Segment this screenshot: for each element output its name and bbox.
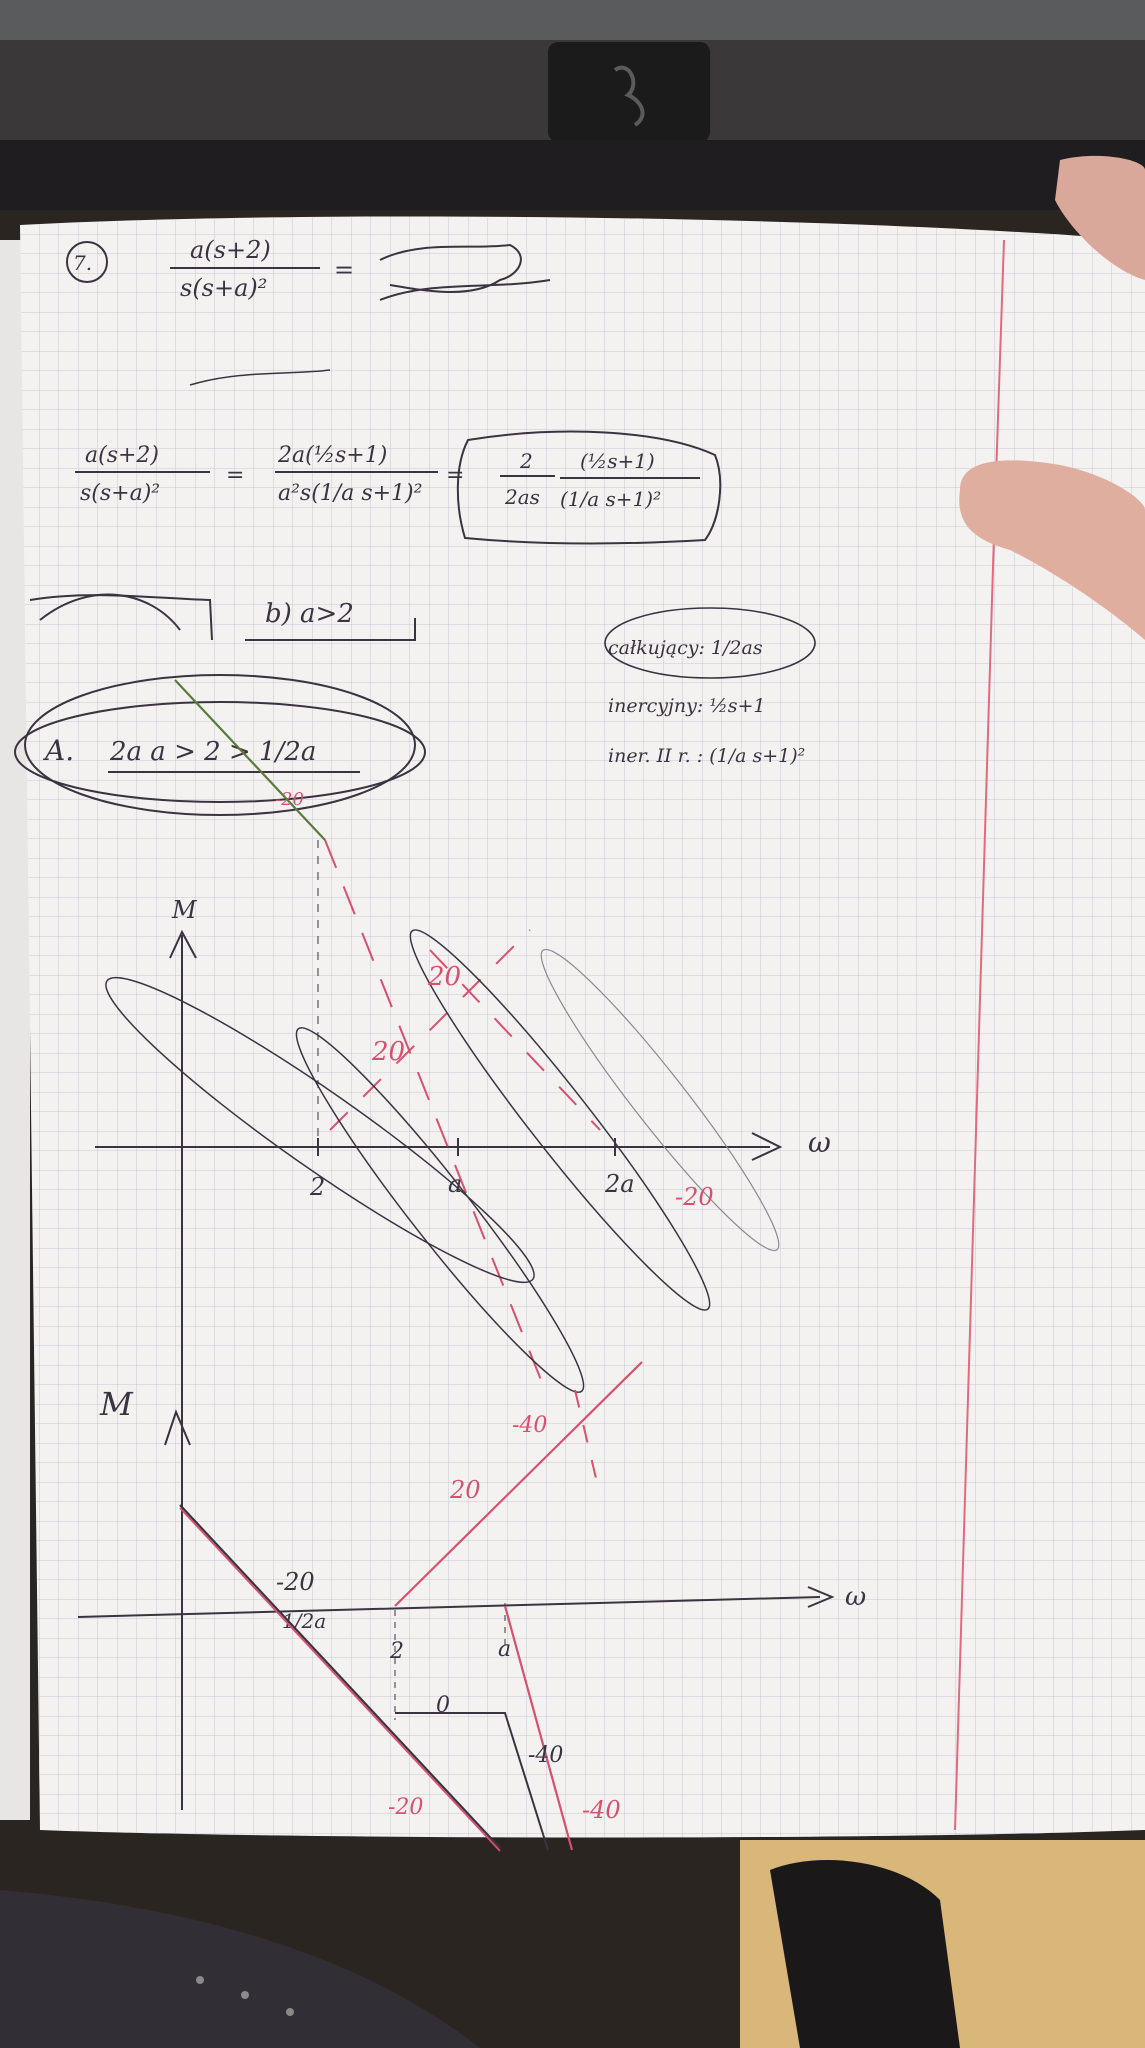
- eq1-numerator: a(s+2): [190, 236, 271, 264]
- bottom-slope-label: -40: [512, 1413, 547, 1438]
- eq3-rhs-num: 2: [519, 449, 533, 473]
- eq3-numerator: a(s+2): [85, 443, 159, 468]
- case-a-outer-ellipse: [24, 674, 416, 816]
- top-y-label: M: [171, 896, 198, 924]
- top-bode-plot: M ω 2 a 2a -20 20 20 -20: [95, 789, 831, 1810]
- laptop-keyboard-edge: [0, 140, 1145, 210]
- shoe-eyelet: [286, 2008, 294, 2016]
- bottom-red-asymptote: [179, 1507, 501, 1852]
- eq3-denominator: s(s+a)²: [80, 481, 160, 506]
- term-inertial-2nd: iner. II r. : (1/a s+1)²: [608, 745, 805, 767]
- shoe-left: [0, 1890, 480, 2048]
- scribble-small: [189, 369, 331, 386]
- top-red-dashed-falling: [429, 949, 601, 1131]
- bottom-ink-asymptote: [179, 1504, 501, 1849]
- bottom-slope-label: -20: [276, 1568, 315, 1596]
- top-tick-label: 2a: [604, 1170, 635, 1198]
- term-integrating: całkujący: 1/2as: [608, 637, 763, 659]
- top-red-dashed-rising: [329, 929, 531, 1131]
- shoe-eyelet: [241, 1991, 249, 1999]
- bottom-red-dashed: [574, 1389, 601, 1496]
- bottom-slope-label: -40: [528, 1743, 563, 1768]
- scratched-case: [39, 593, 181, 631]
- green-pen-stroke: [174, 679, 326, 841]
- case-a-condition: 2a a > 2 > 1/2a: [109, 737, 316, 767]
- laptop-screen-edge: [0, 0, 1145, 40]
- bottom-slope-label: -20: [388, 1795, 423, 1820]
- eq3-rhs-den: 2as: [504, 485, 540, 509]
- bottom-y-label: M: [99, 1385, 134, 1423]
- thumb: [959, 460, 1145, 640]
- finger: [1055, 155, 1145, 280]
- grid-pattern: [20, 216, 1145, 1838]
- bottom-slope-label: -40: [582, 1796, 621, 1824]
- eq3-mid-denominator: a²s(1/a s+1)²: [278, 481, 422, 506]
- eq3-rhs-frac-num: (½s+1): [580, 449, 655, 473]
- scribbled-expression: [379, 243, 551, 301]
- terms-list: całkujący: 1/2as inercyjny: ½s+1 iner. I…: [604, 607, 816, 767]
- term-highlight-ellipse: [604, 607, 816, 679]
- result-box: [456, 430, 722, 545]
- top-ellipse: [409, 929, 711, 1311]
- top-ellipse: [540, 948, 780, 1252]
- top-slope-label: 20: [371, 1037, 405, 1067]
- bottom-slope-label: 0: [436, 1693, 450, 1718]
- top-ellipse: [295, 1027, 585, 1393]
- top-slope-label: -20: [275, 789, 304, 810]
- bottom-ink-step: [395, 1712, 549, 1851]
- problem-number: 7.: [73, 251, 92, 275]
- equals-sign: =: [334, 256, 354, 284]
- top-x-arrow-icon: [751, 1132, 783, 1161]
- bottom-x-label: ω: [845, 1582, 866, 1612]
- bottom-bode-plot: M ω 1/2a 2 a -20 20 -40 0 -40 -20 -40: [77, 1361, 866, 1852]
- case-b: b) a>2: [265, 599, 354, 629]
- case-b-underline: [245, 618, 416, 641]
- equals-sign-2: =: [226, 463, 244, 488]
- top-tick-label: 2: [309, 1173, 325, 1201]
- top-slope-label: -20: [675, 1183, 714, 1211]
- top-y-arrow-icon: [169, 929, 197, 959]
- shoe: [770, 1860, 960, 2048]
- top-x-label: ω: [808, 1126, 831, 1159]
- bottom-red-rising: [394, 1361, 643, 1607]
- bottom-x-arrow-icon: [807, 1586, 835, 1608]
- top-slope-label: 20: [427, 962, 461, 992]
- term-inertial: inercyjny: ½s+1: [608, 695, 766, 717]
- case-a-inner-ellipse: [14, 701, 426, 803]
- eq3-mid-numerator: 2a(½s+1): [277, 443, 387, 468]
- equals-sign-3: =: [446, 463, 464, 488]
- header-notes: 7. a(s+2) s(s+a)² = a(s+2) s(s+a)² = 2a(…: [14, 236, 722, 841]
- bottom-tick-label: 2: [389, 1639, 404, 1664]
- top-ellipse: [105, 976, 535, 1284]
- bottom-x-axis: [77, 1596, 821, 1618]
- razer-logo-icon: [613, 65, 645, 127]
- case-a-label: A.: [42, 734, 74, 767]
- eq1-denominator: s(s+a)²: [180, 274, 267, 302]
- eq3-rhs-frac-den: (1/a s+1)²: [560, 487, 661, 511]
- bottom-y-arrow-icon: [164, 1409, 191, 1446]
- bottom-slope-label: 20: [449, 1476, 481, 1504]
- bottom-red-falling: [503, 1605, 574, 1851]
- shoe-eyelet: [196, 1976, 204, 1984]
- bottom-tick-label: a: [498, 1637, 511, 1662]
- problem-number-circle: [66, 241, 108, 283]
